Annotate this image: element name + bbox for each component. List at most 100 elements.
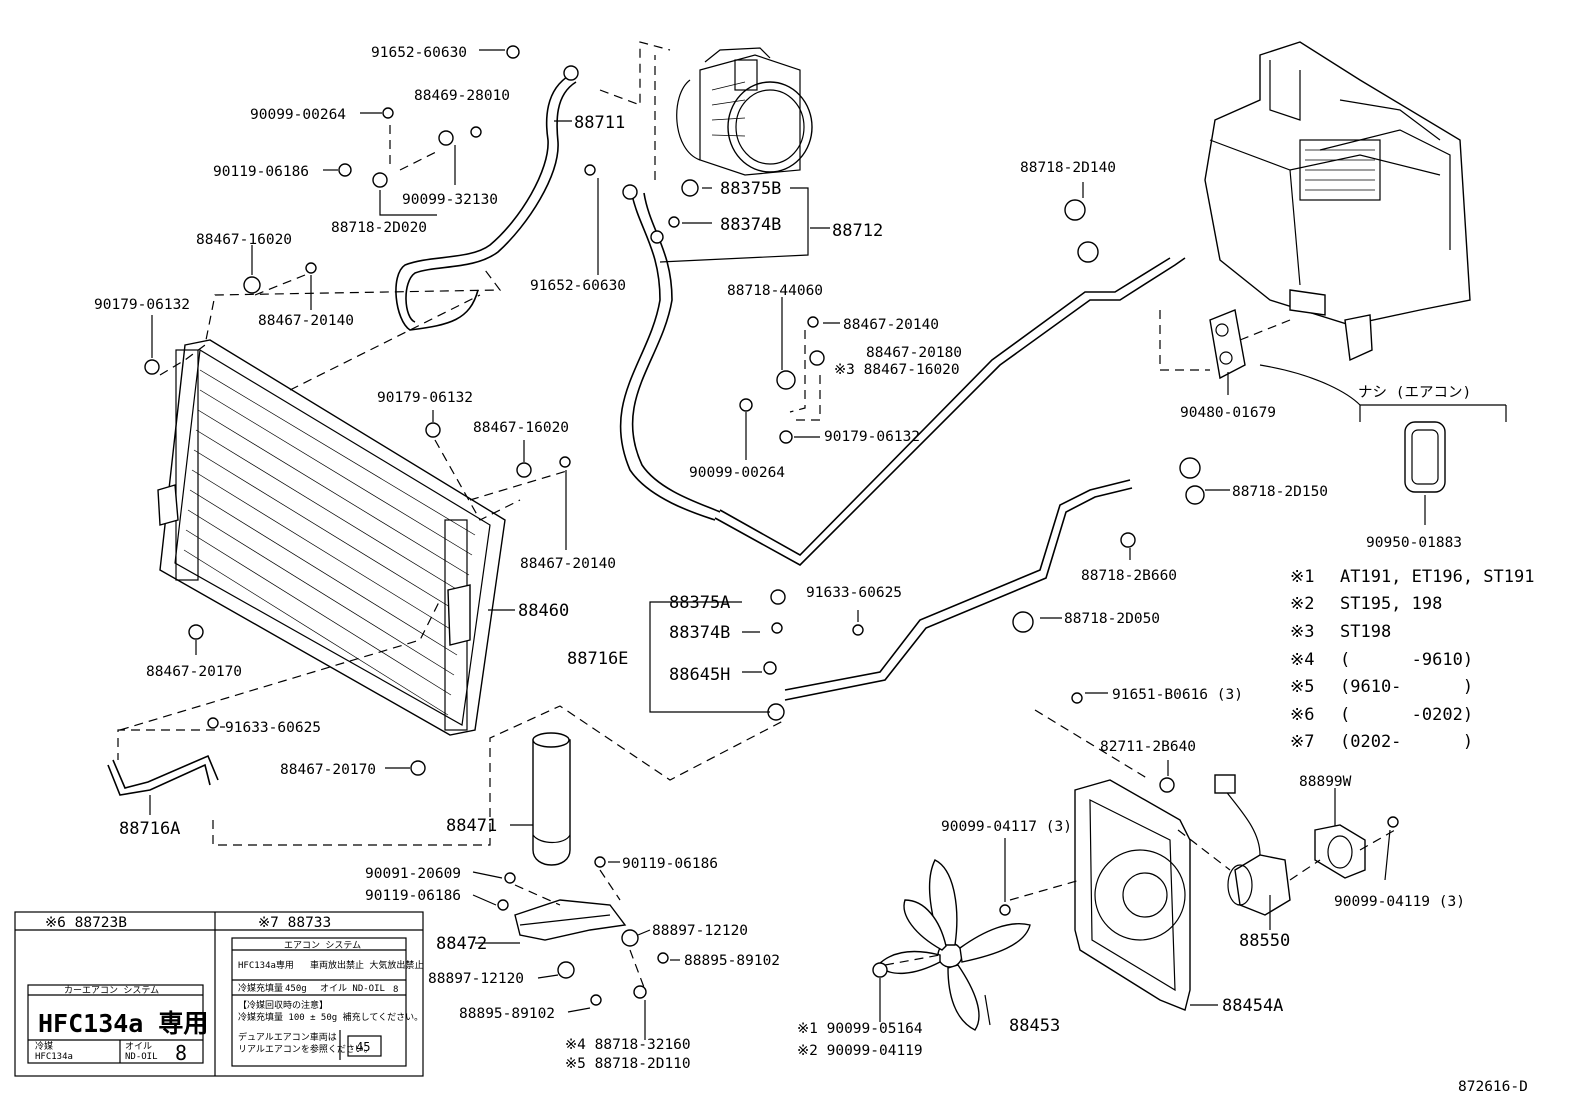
applicability-notes: ※1 AT191, ET196, ST191 ※2 ST195, 198 ※3 …	[1290, 567, 1534, 752]
note-5-text: (9610- )	[1340, 677, 1473, 697]
label-88469-28010: 88469-28010	[414, 88, 510, 104]
label-88712: 88712	[832, 221, 883, 241]
label-88374B: 88374B	[720, 215, 781, 235]
compressor-illustration	[676, 47, 813, 176]
label-88899W: 88899W	[1299, 774, 1352, 790]
note-4-mark: ※4	[1290, 650, 1314, 670]
part-labels: 91652-60630 88711 90099-00264 88469-2801…	[94, 45, 1471, 1072]
fasteners	[144, 45, 1399, 1006]
fan-shroud-illustration	[1074, 779, 1191, 1011]
label-88467-20140-c: 88467-20140	[520, 556, 616, 572]
label-88733-note-3: デュアルエアコン車両は	[238, 1031, 337, 1043]
label-90179-06132-b: 90179-06132	[824, 429, 920, 445]
bracket-illustration	[514, 899, 627, 941]
label-90099-05164: ※1 90099-05164	[797, 1021, 923, 1037]
label-88467-20170-b: 88467-20170	[280, 762, 376, 778]
note-1-mark: ※1	[1290, 567, 1314, 587]
label-88733-oil-number: 8	[393, 985, 398, 995]
assembly-lines	[117, 41, 1396, 991]
label-88718-32160: ※4 88718-32160	[565, 1037, 691, 1053]
label-88375A: 88375A	[669, 593, 730, 613]
label-88718-44060: 88718-44060	[727, 283, 823, 299]
label-88471: 88471	[446, 816, 497, 836]
label-88467-16020-c: 88467-16020	[473, 420, 569, 436]
label-88718-2D140: 88718-2D140	[1020, 160, 1116, 176]
label-88460: 88460	[518, 601, 569, 621]
label-91652-60630-top: 91652-60630	[371, 45, 467, 61]
label-90099-00264-mid: 90099-00264	[689, 465, 785, 481]
label-88723B-refrig-label: 冷媒	[35, 1040, 53, 1052]
note-4-text: ( -9610)	[1340, 650, 1473, 670]
label-88467-16020-a: 88467-16020	[196, 232, 292, 248]
label-plates-box: ※6 88723B ※7 88733 カーエアコン システム HFC134a 専…	[14, 911, 424, 1077]
label-88467-20170-a: 88467-20170	[146, 664, 242, 680]
label-88723B-refrig-value: HFC134a	[35, 1052, 73, 1062]
note-3-mark: ※3	[1290, 622, 1314, 642]
grommet-illustration	[1404, 421, 1446, 493]
note-5-mark: ※5	[1290, 677, 1314, 697]
label-88733-fill-value: 450g	[285, 984, 307, 994]
label-91633-60625-b: 91633-60625	[806, 585, 902, 601]
label-88467-20140-b: 88467-20140	[843, 317, 939, 333]
label-88733-note-1: 【冷媒回収時の注意】	[238, 999, 328, 1011]
label-88374B-b: 88374B	[669, 623, 730, 643]
fan-ring-illustration	[1314, 824, 1366, 879]
label-91651-B0616: 91651-B0616 (3)	[1112, 687, 1243, 703]
label-88467-20140-a: 88467-20140	[258, 313, 354, 329]
label-90099-04117: 90099-04117 (3)	[941, 819, 1072, 835]
label-88733-title: エアコン システム	[284, 940, 361, 951]
note-1-text: AT191, ET196, ST191	[1340, 567, 1534, 587]
note-6-mark: ※6	[1290, 705, 1314, 725]
label-90099-04119-3: 90099-04119 (3)	[1334, 894, 1465, 910]
label-91633-60625-a: 91633-60625	[225, 720, 321, 736]
note-6-text: ( -0202)	[1340, 705, 1473, 725]
label-88723B-oil-number: 8	[175, 1041, 187, 1065]
note-2-text: ST195, 198	[1340, 594, 1442, 614]
label-88716E: 88716E	[567, 649, 628, 669]
label-88454A: 88454A	[1222, 996, 1283, 1016]
label-box-right-header: ※7 88733	[258, 915, 331, 931]
label-88723B-oil-label: オイル	[125, 1041, 152, 1052]
label-88723B-title: カーエアコン システム	[64, 985, 159, 996]
label-90179-06132-a: 90179-06132	[94, 297, 190, 313]
label-88550: 88550	[1239, 931, 1290, 951]
note-3-text: ST198	[1340, 622, 1391, 642]
label-88645H: 88645H	[669, 665, 730, 685]
label-88375B: 88375B	[720, 179, 781, 199]
label-90950-01883: 90950-01883	[1366, 535, 1462, 551]
pipes	[107, 74, 1186, 796]
label-88895-89102-a: 88895-89102	[684, 953, 780, 969]
label-88733-fill-label: 冷媒充填量	[238, 982, 283, 994]
label-88733-note-2: 冷媒充填量 100 ± 50g 補充してください。	[238, 1011, 423, 1023]
label-88897-12120-a: 88897-12120	[652, 923, 748, 939]
label-88733-number: 45	[356, 1040, 370, 1054]
label-90099-00264-top: 90099-00264	[250, 107, 346, 123]
label-90119-06186-c: 90119-06186	[622, 856, 718, 872]
label-88733-note-4: リアルエアコンを参照ください。	[238, 1043, 373, 1055]
label-88453: 88453	[1009, 1016, 1060, 1036]
label-88711: 88711	[574, 113, 625, 133]
label-90480-01679: 90480-01679	[1180, 405, 1276, 421]
label-88467-20180: 88467-20180	[866, 345, 962, 361]
note-7-text: (0202- )	[1340, 732, 1473, 752]
label-88723B-big: HFC134a 専用	[38, 1009, 208, 1038]
evaporator-unit-illustration	[1204, 41, 1471, 362]
label-90179-06132-c: 90179-06132	[377, 390, 473, 406]
label-91652-60630-mid: 91652-60630	[530, 278, 626, 294]
diagram-code: 872616-D	[1458, 1079, 1528, 1095]
fan-motor-illustration	[1214, 774, 1291, 916]
label-90091-20609: 90091-20609	[365, 866, 461, 882]
label-88718-2D110: ※5 88718-2D110	[565, 1056, 691, 1072]
plate-illustration	[1209, 309, 1246, 380]
label-90099-04119: ※2 90099-04119	[797, 1043, 923, 1059]
label-88718-2B660: 88718-2B660	[1081, 568, 1177, 584]
condenser-illustration	[157, 339, 506, 736]
label-90119-06186-top: 90119-06186	[213, 164, 309, 180]
label-88733-oil: オイル ND-OIL	[320, 983, 385, 994]
label-90119-06186-b: 90119-06186	[365, 888, 461, 904]
leader-lines	[149, 49, 1507, 1040]
label-88723B-oil-value: ND-OIL	[125, 1052, 158, 1062]
note-2-mark: ※2	[1290, 594, 1314, 614]
label-88467-16020-b: ※3 88467-16020	[834, 362, 960, 378]
